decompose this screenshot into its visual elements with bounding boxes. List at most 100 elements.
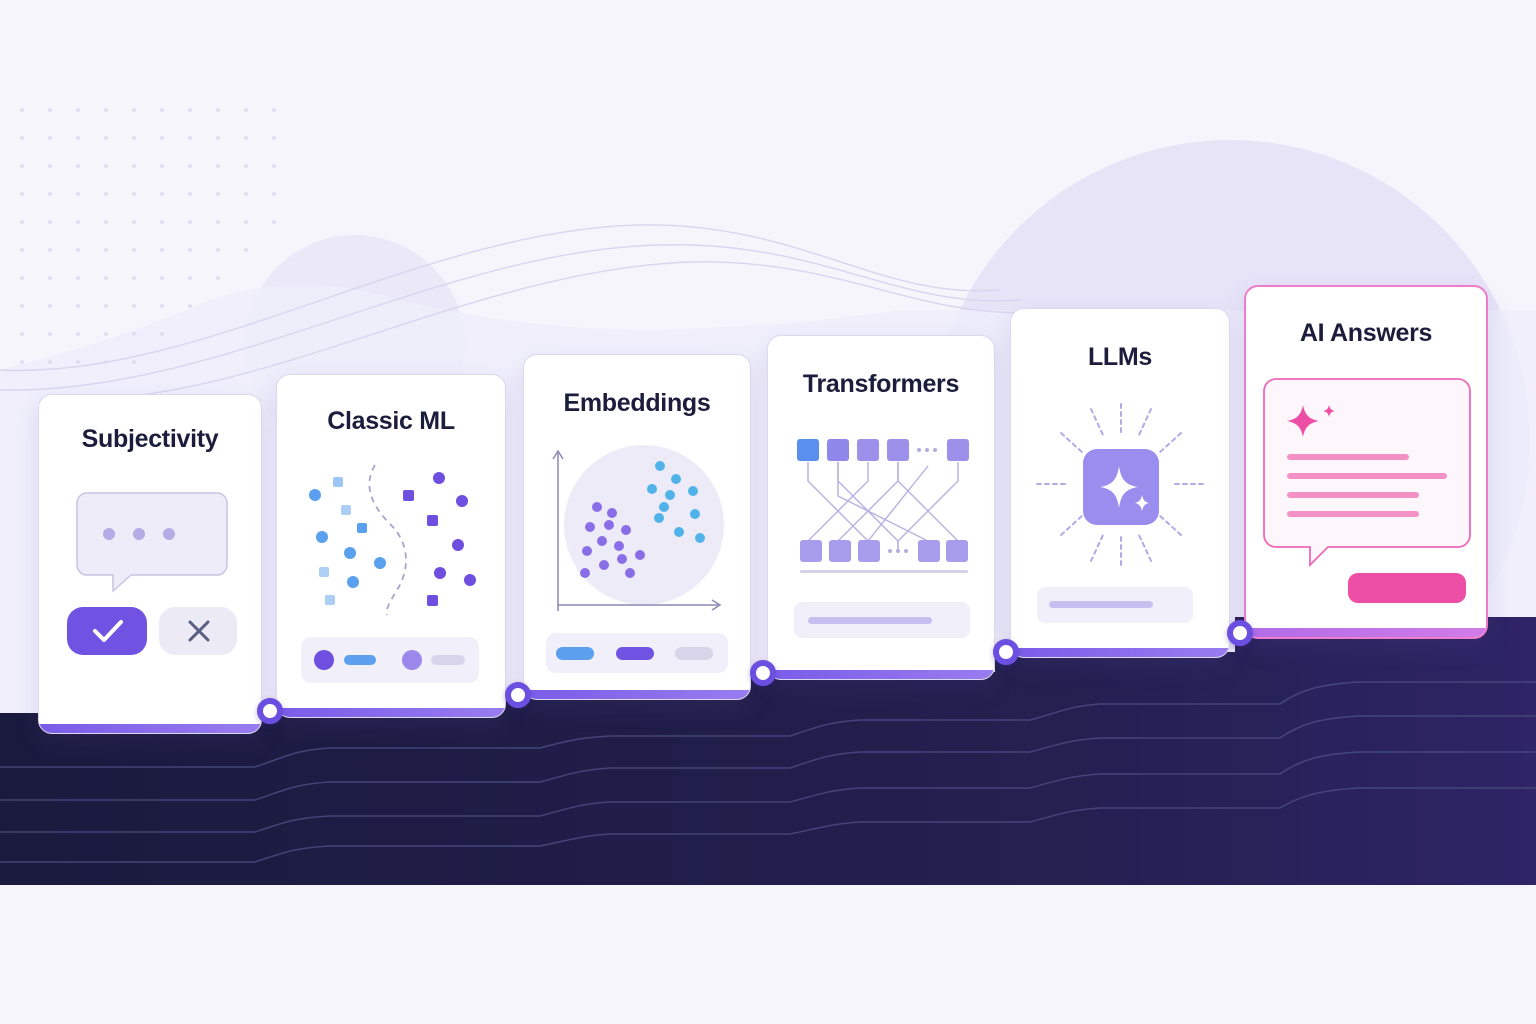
background-dot xyxy=(20,248,24,252)
background-dot xyxy=(104,332,108,336)
stage-card-ai-answers: AI Answers xyxy=(1244,285,1488,639)
background-dot xyxy=(244,220,248,224)
background-dot xyxy=(20,304,24,308)
background-dot xyxy=(20,220,24,224)
llm-core-illustration xyxy=(1036,403,1206,623)
stage-title: Subjectivity xyxy=(81,425,219,453)
connector-node-3 xyxy=(750,660,776,686)
background-dot xyxy=(48,108,52,112)
background-dot xyxy=(188,248,192,252)
connector-node-4 xyxy=(993,639,1019,665)
background-dot xyxy=(76,220,80,224)
background-dot xyxy=(76,360,80,364)
background-dot xyxy=(20,136,24,140)
stage-title: AI Answers xyxy=(1299,319,1433,347)
reject-button[interactable] xyxy=(159,607,237,655)
background-dot xyxy=(76,332,80,336)
background-dot xyxy=(104,304,108,308)
background-dot xyxy=(104,248,108,252)
stage-card-classic-ml: Classic ML xyxy=(276,374,506,718)
background-dot xyxy=(216,220,220,224)
background-dot xyxy=(160,136,164,140)
background-dot xyxy=(132,192,136,196)
background-dot xyxy=(216,276,220,280)
output-bar xyxy=(794,602,970,638)
background-dot xyxy=(160,108,164,112)
stage-card-subjectivity: Subjectivity xyxy=(38,394,262,734)
background-dot xyxy=(76,136,80,140)
background-dot xyxy=(272,136,276,140)
background-dot xyxy=(132,164,136,168)
background-dot xyxy=(20,276,24,280)
check-button[interactable] xyxy=(67,607,147,655)
stage-title: Embeddings xyxy=(563,389,711,417)
background-dot xyxy=(160,276,164,280)
output-bar xyxy=(1037,587,1193,623)
background-dot xyxy=(188,276,192,280)
answer-action-button[interactable] xyxy=(1348,573,1466,603)
answer-bubble xyxy=(1263,378,1471,568)
connector-node-5 xyxy=(1227,620,1253,646)
background-dot xyxy=(272,108,276,112)
legend-bar xyxy=(301,637,479,683)
staircase-base xyxy=(0,617,1536,1024)
background-dot xyxy=(216,136,220,140)
background-dot xyxy=(244,248,248,252)
background-dot xyxy=(244,136,248,140)
background-dot xyxy=(132,220,136,224)
sparkle-icon xyxy=(1083,449,1159,525)
subjectivity-illustration xyxy=(67,492,237,655)
background-dot xyxy=(188,304,192,308)
background-dot xyxy=(160,192,164,196)
stage-title: Transformers xyxy=(802,370,960,398)
background-dot xyxy=(188,108,192,112)
background-dot xyxy=(132,304,136,308)
background-dot xyxy=(20,192,24,196)
background-dot xyxy=(76,192,80,196)
background-dot xyxy=(48,220,52,224)
background-dot xyxy=(104,220,108,224)
background-dot xyxy=(132,276,136,280)
background-dot xyxy=(188,220,192,224)
background-dot xyxy=(76,108,80,112)
background-dot xyxy=(132,360,136,364)
background-dot xyxy=(104,192,108,196)
background-dot xyxy=(48,332,52,336)
stage-card-embeddings: Embeddings xyxy=(523,354,751,700)
answer-bubble-illustration xyxy=(1263,378,1471,603)
background-dot xyxy=(272,192,276,196)
legend-bar xyxy=(546,633,728,673)
connector-node-2 xyxy=(505,682,531,708)
background-dot xyxy=(76,248,80,252)
background-dot xyxy=(104,360,108,364)
background-waves xyxy=(0,224,1041,401)
speech-bubble-icon xyxy=(76,492,228,593)
background-dot xyxy=(216,248,220,252)
stage-card-llms: LLMs xyxy=(1010,308,1230,658)
background-dot xyxy=(160,304,164,308)
check-icon xyxy=(93,620,123,642)
background-dot xyxy=(160,248,164,252)
background-dot xyxy=(160,220,164,224)
background-dot xyxy=(20,360,24,364)
background-dot-grid xyxy=(20,108,276,364)
sparkle-icon xyxy=(1287,405,1335,437)
background-dot xyxy=(132,248,136,252)
embedding-space-illustration xyxy=(546,445,728,673)
background-dot xyxy=(272,220,276,224)
stage-title: Classic ML xyxy=(327,407,455,435)
background-dot xyxy=(132,108,136,112)
background-dot xyxy=(20,108,24,112)
background-dot xyxy=(20,332,24,336)
background-dot xyxy=(76,276,80,280)
stage-title: LLMs xyxy=(1087,343,1153,371)
background-dot xyxy=(48,192,52,196)
connector-node-1 xyxy=(257,698,283,724)
background-dot xyxy=(48,248,52,252)
stage-card-transformers: Transformers xyxy=(767,335,995,680)
background-dot xyxy=(20,164,24,168)
background-dot xyxy=(188,192,192,196)
classification-scatter-illustration xyxy=(301,464,479,683)
background-dot xyxy=(48,136,52,140)
background-dot xyxy=(48,276,52,280)
